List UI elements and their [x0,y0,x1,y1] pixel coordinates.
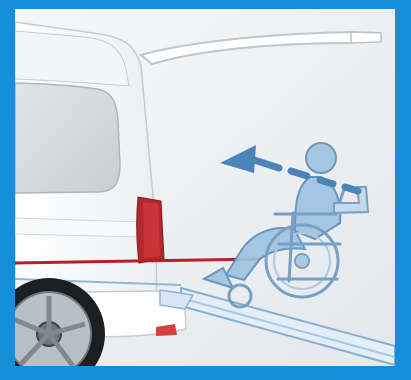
illustration-panel [15,9,395,366]
rear-side-window [15,83,120,193]
wheelchair-van-illustration [15,9,395,366]
arrow-dash-2 [291,171,307,176]
wheelchair-hub [295,254,309,268]
tail-light-reflection [143,202,160,258]
person-head [306,143,336,173]
arrow-dash-3 [320,180,333,184]
arrow-dash-4 [345,187,358,191]
tailgate-edge [351,32,381,43]
